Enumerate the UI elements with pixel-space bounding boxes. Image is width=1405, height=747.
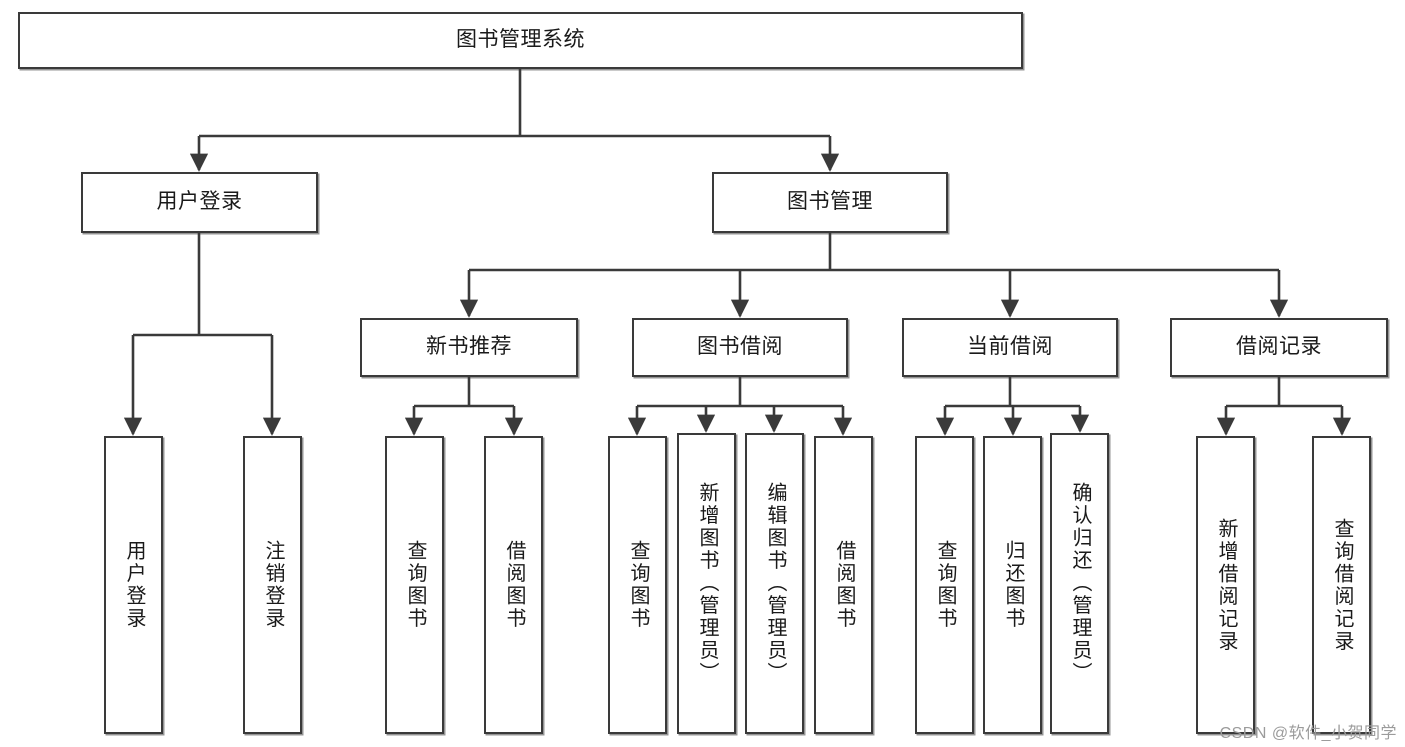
node-label: 借阅图书 bbox=[503, 540, 525, 630]
node-leaf-borrow-add-book-admin[interactable]: 新增图书（管理员） bbox=[677, 433, 736, 734]
node-leaf-record-query[interactable]: 查询借阅记录 bbox=[1312, 436, 1371, 734]
node-user-login[interactable]: 用户登录 bbox=[81, 172, 318, 233]
node-leaf-new-book-borrow[interactable]: 借阅图书 bbox=[484, 436, 543, 734]
node-leaf-borrow-edit-book-admin[interactable]: 编辑图书（管理员） bbox=[745, 433, 804, 734]
node-new-book-recommend[interactable]: 新书推荐 bbox=[360, 318, 578, 377]
node-label: 图书管理 bbox=[787, 190, 873, 214]
node-label: 查询图书 bbox=[627, 540, 649, 630]
node-label: 编辑图书（管理员） bbox=[764, 482, 786, 685]
node-label: 确认归还（管理员） bbox=[1069, 482, 1091, 685]
node-label: 归还图书 bbox=[1002, 540, 1024, 630]
node-root-system[interactable]: 图书管理系统 bbox=[18, 12, 1023, 69]
watermark-text: CSDN @软件_小贺同学 bbox=[1219, 725, 1397, 742]
node-leaf-record-add[interactable]: 新增借阅记录 bbox=[1196, 436, 1255, 734]
node-label: 查询图书 bbox=[404, 540, 426, 630]
node-label: 借阅图书 bbox=[833, 540, 855, 630]
node-leaf-current-confirm-return-admin[interactable]: 确认归还（管理员） bbox=[1050, 433, 1109, 734]
node-label: 借阅记录 bbox=[1236, 335, 1322, 359]
node-leaf-user-login-signout[interactable]: 注销登录 bbox=[243, 436, 302, 734]
node-label: 当前借阅 bbox=[967, 335, 1053, 359]
node-leaf-current-query[interactable]: 查询图书 bbox=[915, 436, 974, 734]
node-book-management[interactable]: 图书管理 bbox=[712, 172, 948, 233]
node-leaf-current-return[interactable]: 归还图书 bbox=[983, 436, 1042, 734]
node-label: 用户登录 bbox=[123, 540, 145, 630]
node-label: 新增借阅记录 bbox=[1215, 517, 1237, 653]
node-label: 图书借阅 bbox=[697, 335, 783, 359]
node-current-borrow[interactable]: 当前借阅 bbox=[902, 318, 1118, 377]
node-label: 注销登录 bbox=[262, 540, 284, 630]
node-label: 查询图书 bbox=[934, 540, 956, 630]
node-label: 查询借阅记录 bbox=[1331, 517, 1353, 653]
node-leaf-new-book-query[interactable]: 查询图书 bbox=[385, 436, 444, 734]
node-label: 新增图书（管理员） bbox=[696, 482, 718, 685]
node-leaf-borrow-query[interactable]: 查询图书 bbox=[608, 436, 667, 734]
node-borrow-record[interactable]: 借阅记录 bbox=[1170, 318, 1388, 377]
node-book-borrow[interactable]: 图书借阅 bbox=[632, 318, 848, 377]
node-leaf-borrow-borrow-book[interactable]: 借阅图书 bbox=[814, 436, 873, 734]
node-label: 用户登录 bbox=[156, 190, 243, 214]
node-leaf-user-login-signin[interactable]: 用户登录 bbox=[104, 436, 163, 734]
node-label: 图书管理系统 bbox=[456, 28, 585, 52]
node-label: 新书推荐 bbox=[426, 335, 512, 359]
